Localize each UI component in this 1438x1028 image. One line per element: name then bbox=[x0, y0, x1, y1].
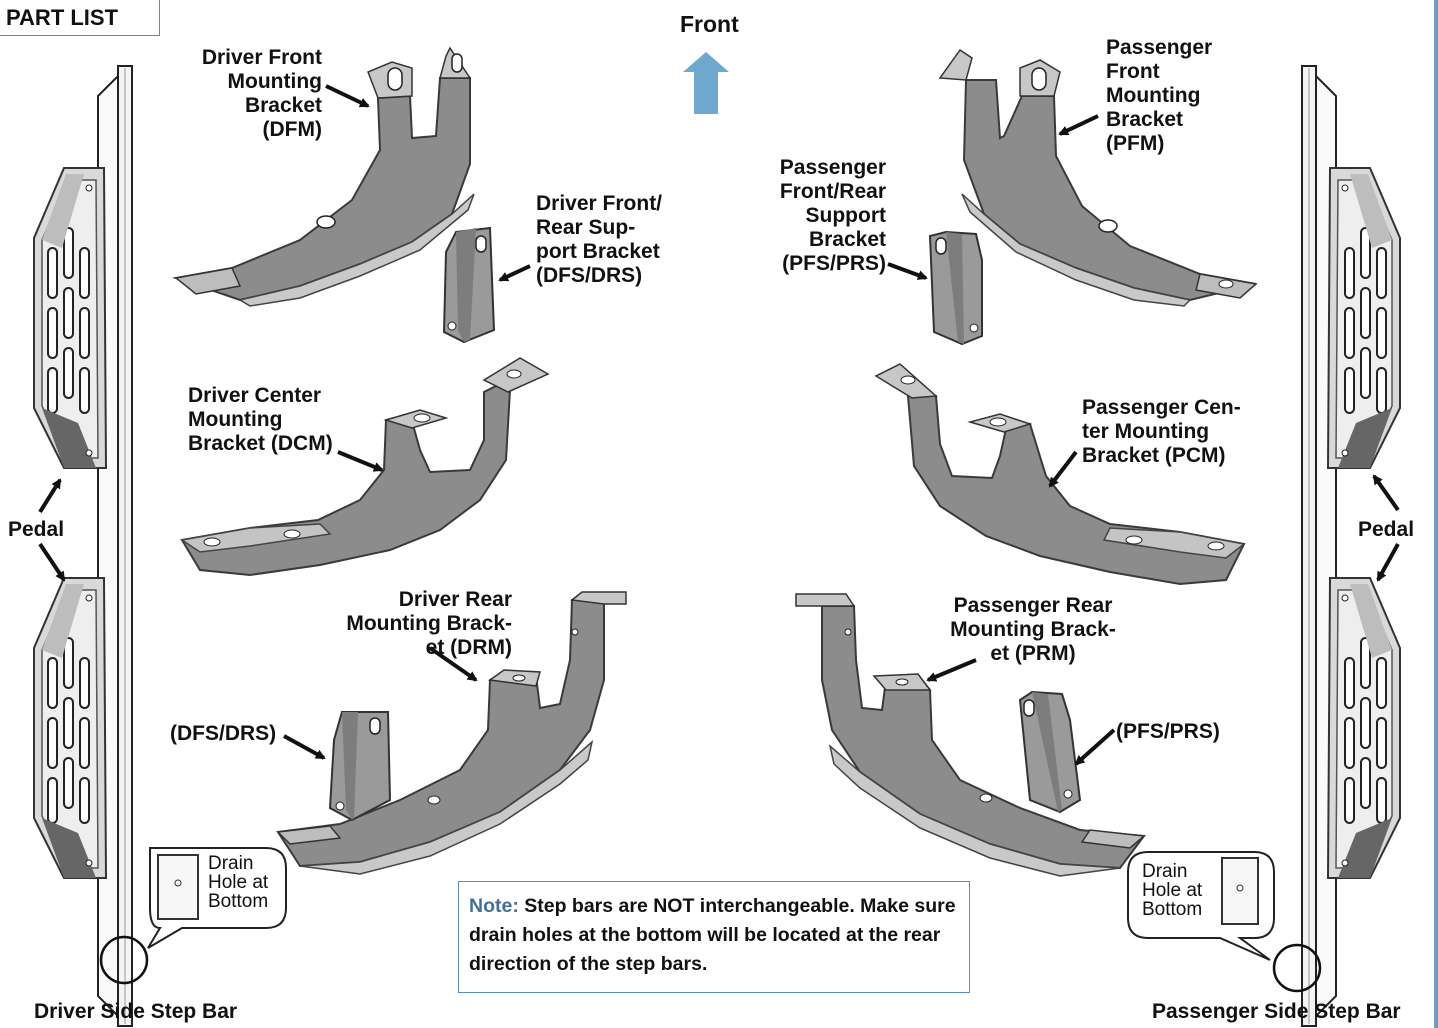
drain-label-left: Drain Hole at Bottom bbox=[208, 853, 269, 912]
pfs-prs-lower-bracket-shape bbox=[1018, 690, 1082, 814]
note-text: Step bars are NOT interchangeable. Make … bbox=[469, 895, 956, 975]
pfs-prs-label: Passenger Front/Rear Support Bracket (PF… bbox=[779, 156, 886, 275]
note-box: Note: Step bars are NOT interchangeable.… bbox=[458, 881, 970, 993]
drain-callout-right bbox=[1127, 851, 1275, 961]
pfm-bracket-shape bbox=[938, 48, 1258, 307]
pcm-bracket-shape bbox=[874, 363, 1246, 586]
dfm-bracket-shape bbox=[172, 46, 475, 307]
drm-label: Driver Rear Mounting Brack- et (DRM) bbox=[346, 588, 512, 659]
dfs-drs-bracket-shape bbox=[442, 226, 496, 344]
left-pedal-upper bbox=[33, 167, 107, 469]
dcm-bracket-shape bbox=[180, 357, 550, 577]
dfs-drs-lower-bracket-shape bbox=[328, 711, 392, 822]
pfs-prs-short-label: (PFS/PRS) bbox=[1116, 720, 1220, 743]
dfs-drs-label: Driver Front/ Rear Sup- port Bracket (DF… bbox=[536, 192, 663, 287]
prm-label: Passenger Rear Mounting Brack- et (PRM) bbox=[950, 594, 1116, 665]
left-pedal-lower bbox=[33, 577, 107, 879]
right-pedal-upper bbox=[1327, 167, 1401, 469]
pedal-label-right: Pedal bbox=[1358, 518, 1415, 541]
callout-arrows bbox=[38, 84, 1400, 766]
pcm-label: Passenger Cen- ter Mounting Bracket (PCM… bbox=[1082, 396, 1241, 467]
pfs-prs-bracket-shape bbox=[928, 230, 983, 346]
right-pedal-lower bbox=[1327, 577, 1401, 879]
left-drain-highlight-circle bbox=[99, 935, 149, 985]
prm-bracket-shape bbox=[795, 593, 1146, 877]
driver-step-bar bbox=[33, 65, 149, 1027]
front-arrow-icon bbox=[683, 52, 729, 114]
pedal-label-left: Pedal bbox=[8, 518, 65, 541]
driver-side-caption: Driver Side Step Bar bbox=[34, 1000, 238, 1023]
drain-label-right: Drain Hole at Bottom bbox=[1142, 861, 1203, 920]
dfm-label: Driver Front Mounting Bracket (DFM) bbox=[201, 46, 322, 141]
note-prefix: Note: bbox=[469, 895, 519, 917]
passenger-side-caption: Passenger Side Step Bar bbox=[1152, 1000, 1401, 1023]
dcm-label: Driver Center Mounting Bracket (DCM) bbox=[188, 384, 333, 455]
passenger-step-bar bbox=[1272, 65, 1401, 1027]
right-border-strip bbox=[1434, 0, 1438, 1028]
right-drain-highlight-circle bbox=[1272, 943, 1322, 993]
front-label: Front bbox=[680, 11, 739, 37]
pfm-label: Passenger Front Mounting Bracket (PFM) bbox=[1106, 36, 1213, 155]
part-list-title: PART LIST bbox=[0, 0, 160, 36]
drain-callout-left bbox=[147, 846, 287, 949]
dfs-drs-short-label: (DFS/DRS) bbox=[170, 722, 277, 745]
drm-bracket-shape bbox=[276, 591, 627, 875]
